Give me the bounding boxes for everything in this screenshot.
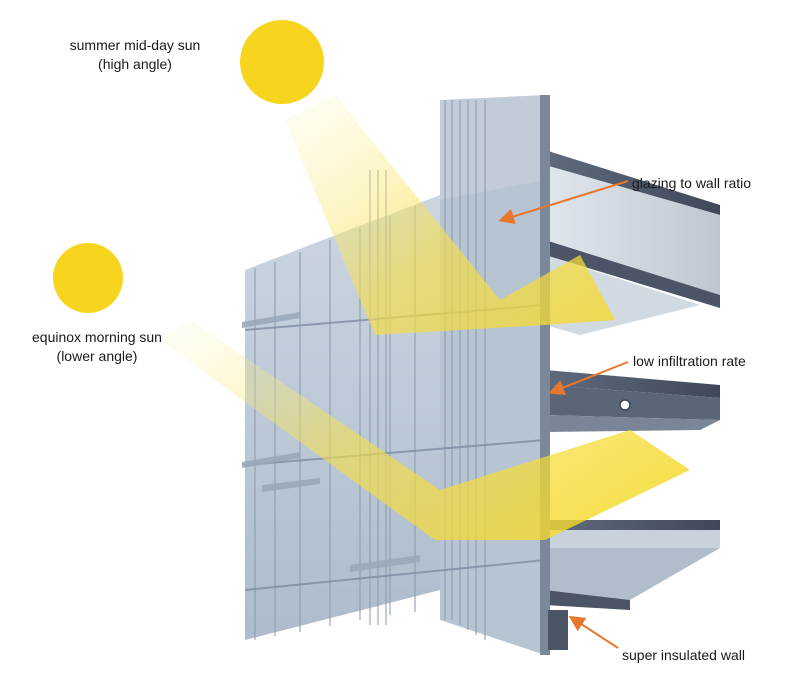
floor-slabs bbox=[540, 95, 720, 655]
glazing-callout-label: glazing to wall ratio bbox=[632, 175, 752, 191]
summer-sun-caption: summer mid-day sun (high angle) bbox=[50, 36, 220, 74]
insulated-callout-label: super insulated wall bbox=[622, 647, 745, 663]
summer-sun-beam bbox=[285, 95, 615, 335]
equinox-sun-line1: equinox morning sun bbox=[32, 329, 162, 345]
summer-sun-icon bbox=[240, 20, 324, 104]
summer-sun-line2: (high angle) bbox=[98, 56, 172, 72]
insulated-arrow bbox=[568, 615, 619, 649]
infiltration-callout-label: low infiltration rate bbox=[633, 353, 746, 369]
equinox-sun-icon bbox=[53, 243, 123, 313]
equinox-sun-beam bbox=[160, 320, 690, 540]
equinox-sun-line2: (lower angle) bbox=[56, 348, 138, 364]
glazing-arrow bbox=[498, 180, 629, 225]
summer-sun-line1: summer mid-day sun bbox=[69, 37, 201, 53]
infiltration-arrow bbox=[548, 361, 629, 396]
equinox-sun-caption: equinox morning sun (lower angle) bbox=[12, 328, 182, 366]
